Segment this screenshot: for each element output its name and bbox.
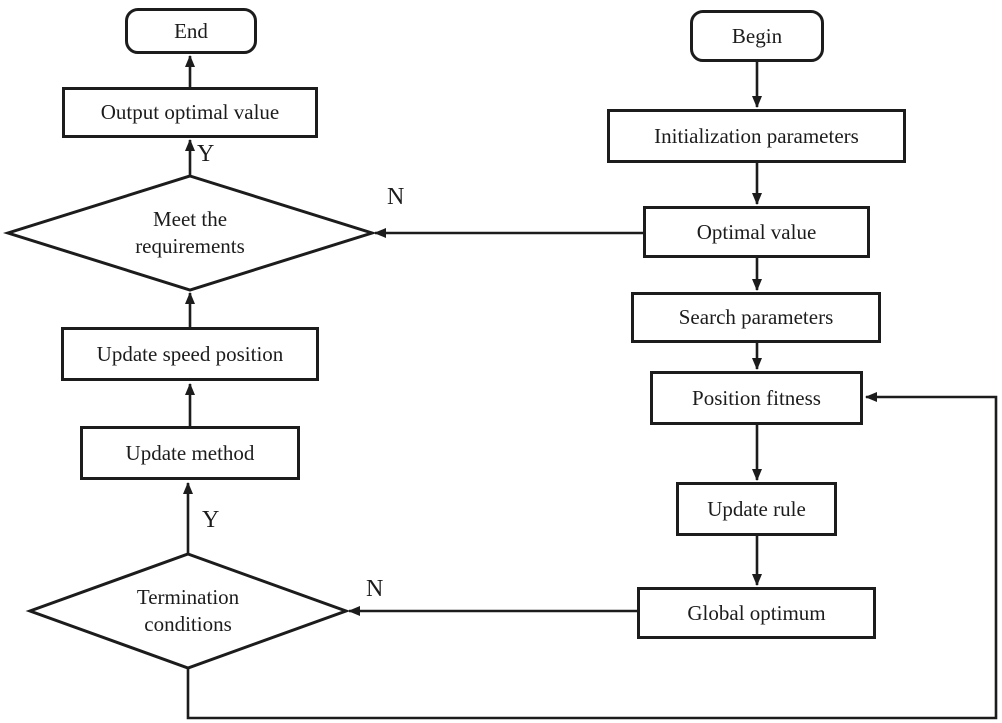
branch-label-meet-yes: Y bbox=[197, 141, 215, 167]
node-initialization-parameters: Initialization parameters bbox=[607, 109, 906, 163]
node-update-method: Update method bbox=[80, 426, 300, 480]
node-global-optimum-label: Global optimum bbox=[687, 600, 826, 625]
node-output-optimal-value-label: Output optimal value bbox=[100, 100, 280, 124]
node-output-optimal-value: Output optimal value bbox=[62, 87, 318, 138]
node-update-method-label: Update method bbox=[125, 440, 255, 465]
node-end: End bbox=[125, 8, 257, 54]
node-position-fitness-label: Position fitness bbox=[692, 385, 821, 410]
node-initialization-parameters-label: Initialization parameters bbox=[654, 123, 859, 148]
node-update-rule: Update rule bbox=[676, 482, 837, 536]
node-search-parameters-label: Search parameters bbox=[678, 305, 834, 329]
node-begin: Begin bbox=[690, 10, 824, 62]
edge-termination-loop-to-position-fitness bbox=[186, 392, 998, 720]
branch-label-termination-no: N bbox=[366, 576, 384, 602]
node-end-label: End bbox=[174, 18, 208, 43]
node-position-fitness: Position fitness bbox=[650, 371, 863, 425]
branch-label-meet-no: N bbox=[387, 184, 405, 210]
meet-the-requirements-diamond bbox=[2, 174, 378, 292]
node-termination-conditions-label: Termination conditions bbox=[136, 585, 240, 636]
node-optimal-value-label: Optimal value bbox=[696, 219, 817, 244]
node-update-speed-position-label: Update speed position bbox=[96, 341, 284, 366]
node-global-optimum: Global optimum bbox=[637, 587, 876, 639]
node-search-parameters: Search parameters bbox=[631, 292, 881, 343]
node-optimal-value: Optimal value bbox=[643, 206, 870, 258]
node-begin-label: Begin bbox=[731, 23, 783, 48]
node-meet-the-requirements-label: Meet the requirements bbox=[135, 207, 245, 258]
node-update-rule-label: Update rule bbox=[707, 496, 806, 521]
node-update-speed-position: Update speed position bbox=[61, 327, 319, 381]
branch-label-termination-yes: Y bbox=[202, 507, 220, 533]
